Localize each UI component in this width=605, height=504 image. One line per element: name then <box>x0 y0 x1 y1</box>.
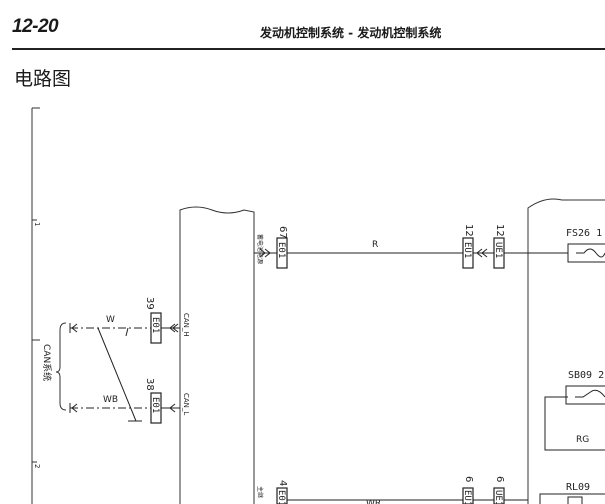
harness-12-ue1-connector: UE1 <box>493 242 503 258</box>
fuse-fs26-label: FS26 1 <box>566 228 602 239</box>
harness-6-ue1-number: 6 <box>494 476 505 482</box>
can-h-wire <box>69 323 180 333</box>
fuse-fs26-symbol <box>576 248 605 258</box>
ecu-pin-67-connector: E01 <box>276 242 286 258</box>
wire-color-wr: WR <box>366 499 381 504</box>
ecu-signal-can-l: CAN_L <box>182 393 190 415</box>
wire-color-w: W <box>106 315 115 325</box>
harness-12-eu1-number: 12 <box>463 224 474 237</box>
header-title: 发动机控制系统 - 发动机控制系统 <box>260 26 442 40</box>
harness-12-eu1-connector: EU1 <box>462 242 472 258</box>
ecu-pin-39-connector: E01 <box>150 317 160 333</box>
relay-rl09-label: RL09 <box>566 482 590 493</box>
page-number: 12-20 <box>12 16 59 37</box>
power-wire <box>254 248 568 258</box>
can-group-brace <box>55 322 67 411</box>
section-title: 电路图 <box>14 68 72 90</box>
ecu-pin-4-connector: E01 <box>276 490 286 504</box>
ecu-connectors <box>150 237 288 504</box>
fuse-fs26-box <box>567 243 605 263</box>
wire-color-r: R <box>372 240 378 250</box>
ecu-pin-4-number: 4 <box>277 480 288 486</box>
can-l-wire <box>69 403 180 413</box>
twisted-pair <box>97 327 142 422</box>
ecu-signal-main-relay: 主继 <box>256 486 264 498</box>
harness-6-eu1-number: 6 <box>463 476 474 482</box>
grid-label-1: 1 <box>33 222 41 226</box>
harness-12-ue1-number: 12 <box>494 224 505 237</box>
ecu-pin-67-number: 67 <box>277 226 288 239</box>
ecu-pin-39-number: 39 <box>144 297 155 310</box>
sb09-loop-wire <box>544 396 605 451</box>
relay-rl09-coil <box>567 496 583 504</box>
harness-connectors <box>462 237 505 504</box>
harness-6-ue1-connector: UE1 <box>493 490 503 504</box>
wire-color-rg: RG <box>576 435 589 445</box>
sb09-symbol <box>575 389 605 398</box>
ecu-pin-38-number: 38 <box>144 378 155 391</box>
harness-6-eu1-connector: EU1 <box>462 490 472 504</box>
ecu-box <box>179 206 255 504</box>
component-box <box>527 198 605 504</box>
wire-color-wb: WB <box>103 395 118 405</box>
grid-label-2: 2 <box>33 464 41 468</box>
ecu-signal-can-h: CAN_H <box>182 313 190 337</box>
header-rule <box>12 48 605 50</box>
can-group-label: CAN系统 <box>41 344 53 381</box>
ecu-pin-38-connector: E01 <box>150 397 160 413</box>
grid-ruler <box>31 107 40 504</box>
sb09-label: SB09 2 <box>568 370 604 381</box>
